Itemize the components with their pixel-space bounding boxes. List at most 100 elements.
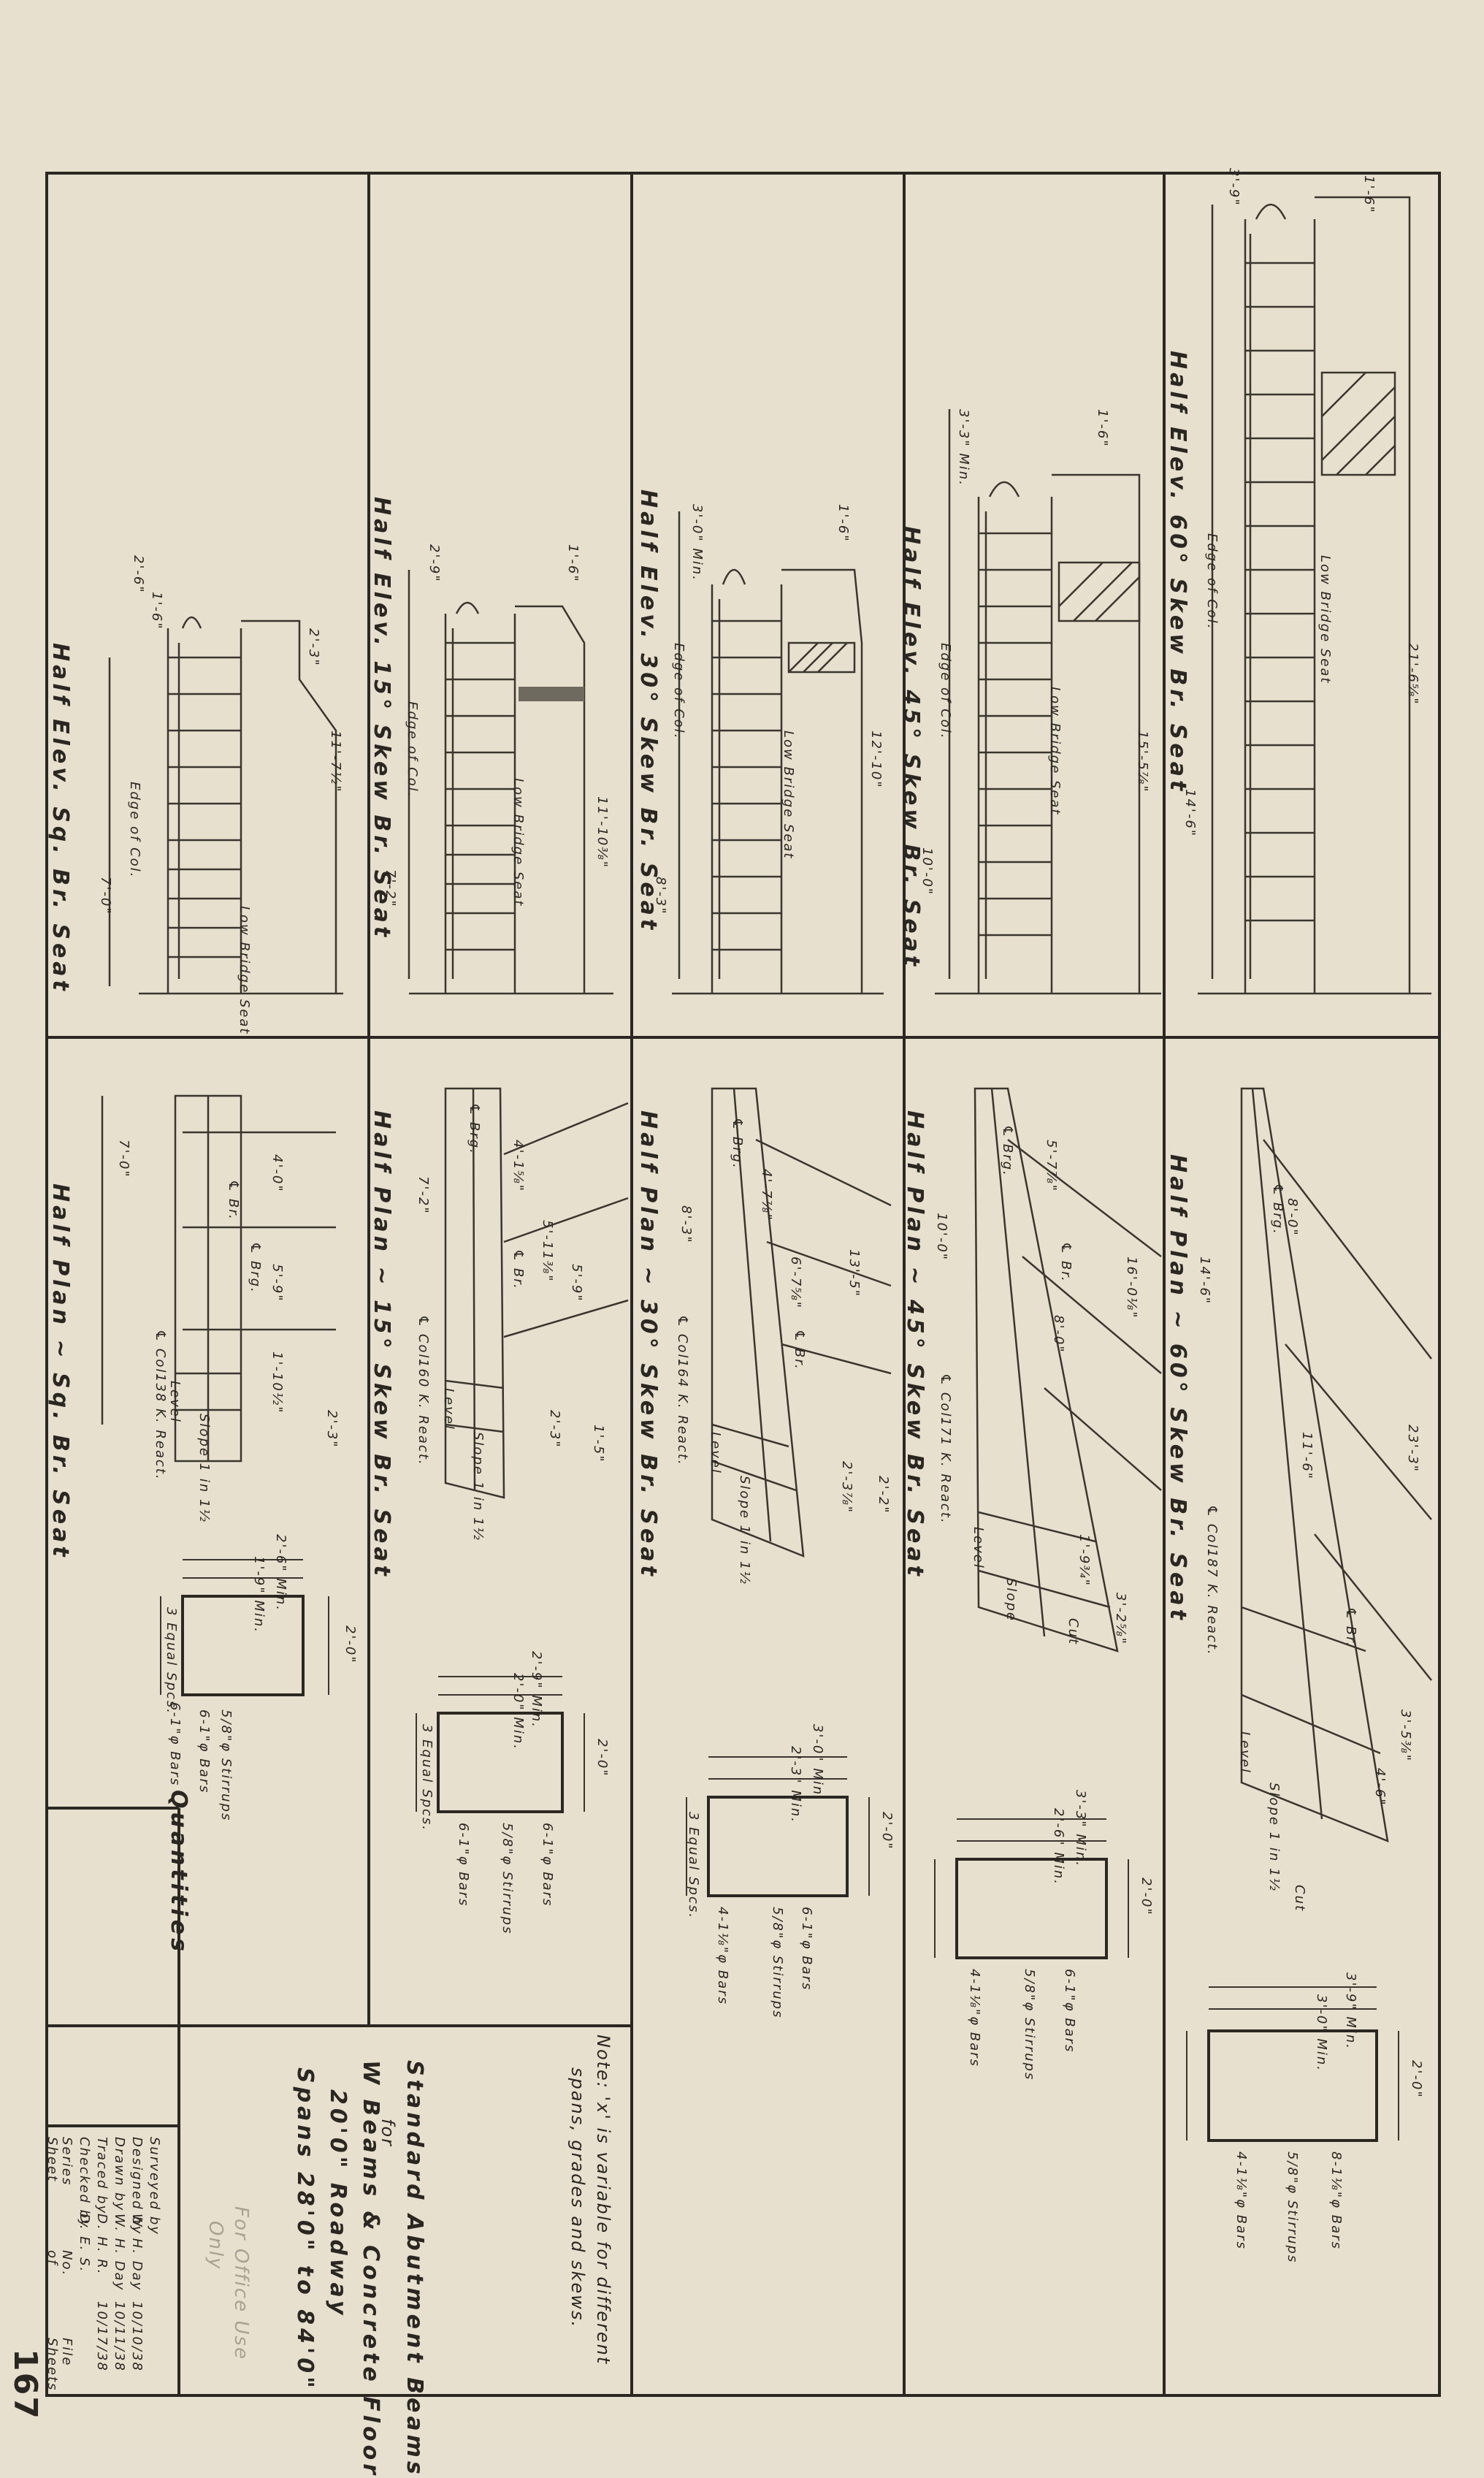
col3-bars-note: 6-1"φ Bars: [799, 1907, 814, 1991]
note-line-2: spans, grades and skews.: [567, 2067, 588, 2329]
col3-dim-3: 8'-3": [653, 877, 668, 915]
plan-title-3: Half Plan ~ 30° Skew Br. Seat: [635, 1110, 661, 1579]
col5-dim-10: 2'-0": [1409, 2060, 1424, 2099]
col5-label-4: ℄ Brg.: [1270, 1183, 1285, 1235]
col1-label-1: Edge of Col.: [127, 782, 142, 879]
col1-label-3: Slope 1 in 1½: [196, 1414, 212, 1523]
section-dimensions: [160, 1559, 1399, 2140]
col2-label-1: Edge of Col.: [405, 701, 420, 798]
col3-dim-8: 2'-3⅞": [839, 1461, 854, 1514]
col3-dim-2: 12'-10": [868, 731, 884, 789]
col5-bars-note: 8-1⅛"φ Bars: [1328, 2151, 1344, 2250]
col2-label-6: ℄ Col.: [416, 1315, 431, 1365]
col5-dim-5: 8'-0": [1285, 1198, 1300, 1237]
col3-stirrup-count: 4-1⅛"φ Bars: [715, 1907, 730, 2005]
col5-dim-1: 1'-6": [1361, 175, 1377, 214]
title-line-5: Spans 28'0" to 84'0": [292, 2067, 318, 2392]
col5-label-7: 187 K. React.: [1204, 1549, 1220, 1656]
col2-stirrups-note: 5/8"φ Stirrups: [500, 1823, 515, 1935]
sig-role-3: Traced by: [94, 2137, 110, 2215]
sig-name-4: D. E. S.: [77, 2214, 92, 2273]
col3-dim-4: 8'-3": [678, 1205, 694, 1244]
col2-dim-6: 5'-11⅜": [540, 1220, 555, 1283]
col1-dim-9: 2'-3": [324, 1410, 340, 1449]
col3-dim-0: 3'-0" Min.: [689, 504, 705, 582]
col3-label-4: ℄ Brg.: [730, 1118, 745, 1170]
col1-dim-10: 2'-0": [343, 1625, 358, 1664]
col5-label-8: Cut: [1292, 1885, 1307, 1913]
col1-section-width: 2'-6" Min.: [273, 1534, 288, 1612]
col4-label-8: Cut: [1066, 1618, 1081, 1646]
col2-dim-4: 7'-2": [416, 1176, 431, 1215]
col1-section-inner: 1'-9" Min.: [251, 1556, 267, 1634]
col4-dim-0: 3'-3" Min.: [956, 409, 971, 487]
col2-label-2: Level: [441, 1388, 456, 1430]
col2-label-3: Slope 1 in 1½: [470, 1432, 486, 1541]
elevation-column-1: [108, 616, 343, 995]
col2-dim-2: 11'-10⅜": [594, 796, 610, 869]
col4-bars-note: 6-1"φ Bars: [1062, 1969, 1077, 2054]
col2-label-5: ℄ Br.: [510, 1249, 526, 1290]
col4-dim-3: 10'-0": [919, 847, 935, 896]
col1-stirrups-note: 5/8"φ Stirrups: [218, 1709, 234, 1822]
col2-label-8: 3 Equal Spcs.: [419, 1724, 435, 1831]
col2-label-0: Low Bridge Seat: [510, 778, 526, 907]
col1-label-8: 3 Equal Spcs.: [164, 1607, 179, 1715]
col2-dim-1: 1'-6": [565, 544, 581, 583]
col2-section-width: 2'-9" Min.: [529, 1651, 544, 1729]
col2-section-inner: 2'-0" Min.: [510, 1673, 526, 1751]
series-label: Series: [59, 2137, 74, 2187]
col4-dim-7: 16'-0⅛": [1124, 1257, 1139, 1319]
plan-title-5: Half Plan ~ 60° Skew Br. Seat: [1165, 1154, 1190, 1623]
sig-name-1: W. H. Day: [129, 2214, 145, 2292]
col2-dim-0: 2'-9": [427, 544, 442, 583]
col3-label-7: 164 K. React.: [675, 1359, 690, 1466]
col5-dim-0: 3'-9": [1226, 168, 1242, 207]
plan-title-4: Half Plan ~ 45° Skew Br. Seat: [902, 1110, 928, 1579]
sig-role-0: Surveyed by: [147, 2137, 162, 2235]
col1-dim-5: 7'-0": [116, 1140, 131, 1178]
col4-section-inner: 2'-6" Min.: [1051, 1808, 1066, 1886]
col4-label-2: Level: [971, 1527, 986, 1569]
col4-dim-6: 8'-0": [1051, 1315, 1066, 1354]
col5-stirrup-count: 4-1⅛"φ Bars: [1234, 2151, 1249, 2250]
col1-dim-3: 11'-7½": [328, 731, 343, 793]
col5-dim-2: 21'-6⅝": [1405, 643, 1420, 706]
col4-dim-5: 5'-7⅞": [1044, 1140, 1059, 1193]
sig-name-2: W. H. Day: [112, 2214, 127, 2292]
note-line-1: Note: 'x' is variable for different: [593, 2035, 613, 2365]
col4-label-5: ℄ Br.: [1058, 1242, 1074, 1283]
title-line-3: W Beams & Concrete Floor: [358, 2060, 383, 2478]
stamp-line-1: For Office Use: [230, 2206, 252, 2360]
elevation-column-5: [1198, 196, 1431, 995]
col1-label-5: ℄ Br.: [226, 1180, 241, 1221]
col5-dim-4: 14'-6": [1197, 1257, 1212, 1305]
sheet-frame: [45, 172, 1441, 2397]
col4-section-width: 3'-3" Min.: [1073, 1790, 1088, 1868]
col5-label-1: Edge of Col.: [1204, 533, 1220, 630]
col3-label-2: Level: [708, 1432, 723, 1474]
col1-dim-0: 2'-6": [131, 555, 146, 594]
col3-dim-10: 2'-0": [879, 1812, 895, 1850]
col4-label-1: Edge of Col.: [938, 643, 953, 740]
col4-label-4: ℄ Brg.: [1000, 1125, 1015, 1177]
col4-label-0: Low Bridge Seat: [1047, 687, 1063, 816]
elev-title-5: Half Elev. 60° Skew Br. Seat: [1165, 351, 1190, 795]
quantities-label: Quantities: [166, 1790, 191, 1955]
sig-date-2: 10/11/38: [112, 2301, 127, 2372]
col5-label-3: Slope 1 in 1½: [1266, 1783, 1282, 1892]
of-label: of: [45, 2250, 60, 2266]
col2-dim-8: 2'-3": [547, 1410, 562, 1449]
col4-dim-1: 1'-6": [1095, 409, 1110, 448]
plan-title-1: Half Plan ~ Sq. Br. Seat: [47, 1183, 73, 1560]
col2-label-7: 160 K. React.: [416, 1359, 431, 1466]
title-line-4: 20'0" Roadway: [325, 2089, 351, 2319]
col5-label-5: ℄ Br.: [1343, 1607, 1358, 1648]
col1-label-7: 138 K. React.: [153, 1373, 168, 1481]
col3-section-inner: 2'-3" Min.: [788, 1746, 803, 1824]
sheets-label: Sheets: [45, 2338, 60, 2392]
col1-dim-8: 1'-10½": [269, 1352, 285, 1414]
file-label: File: [59, 2338, 74, 2367]
col3-label-5: ℄ Br.: [792, 1330, 807, 1370]
col4-label-3: Slope: [1003, 1578, 1019, 1622]
